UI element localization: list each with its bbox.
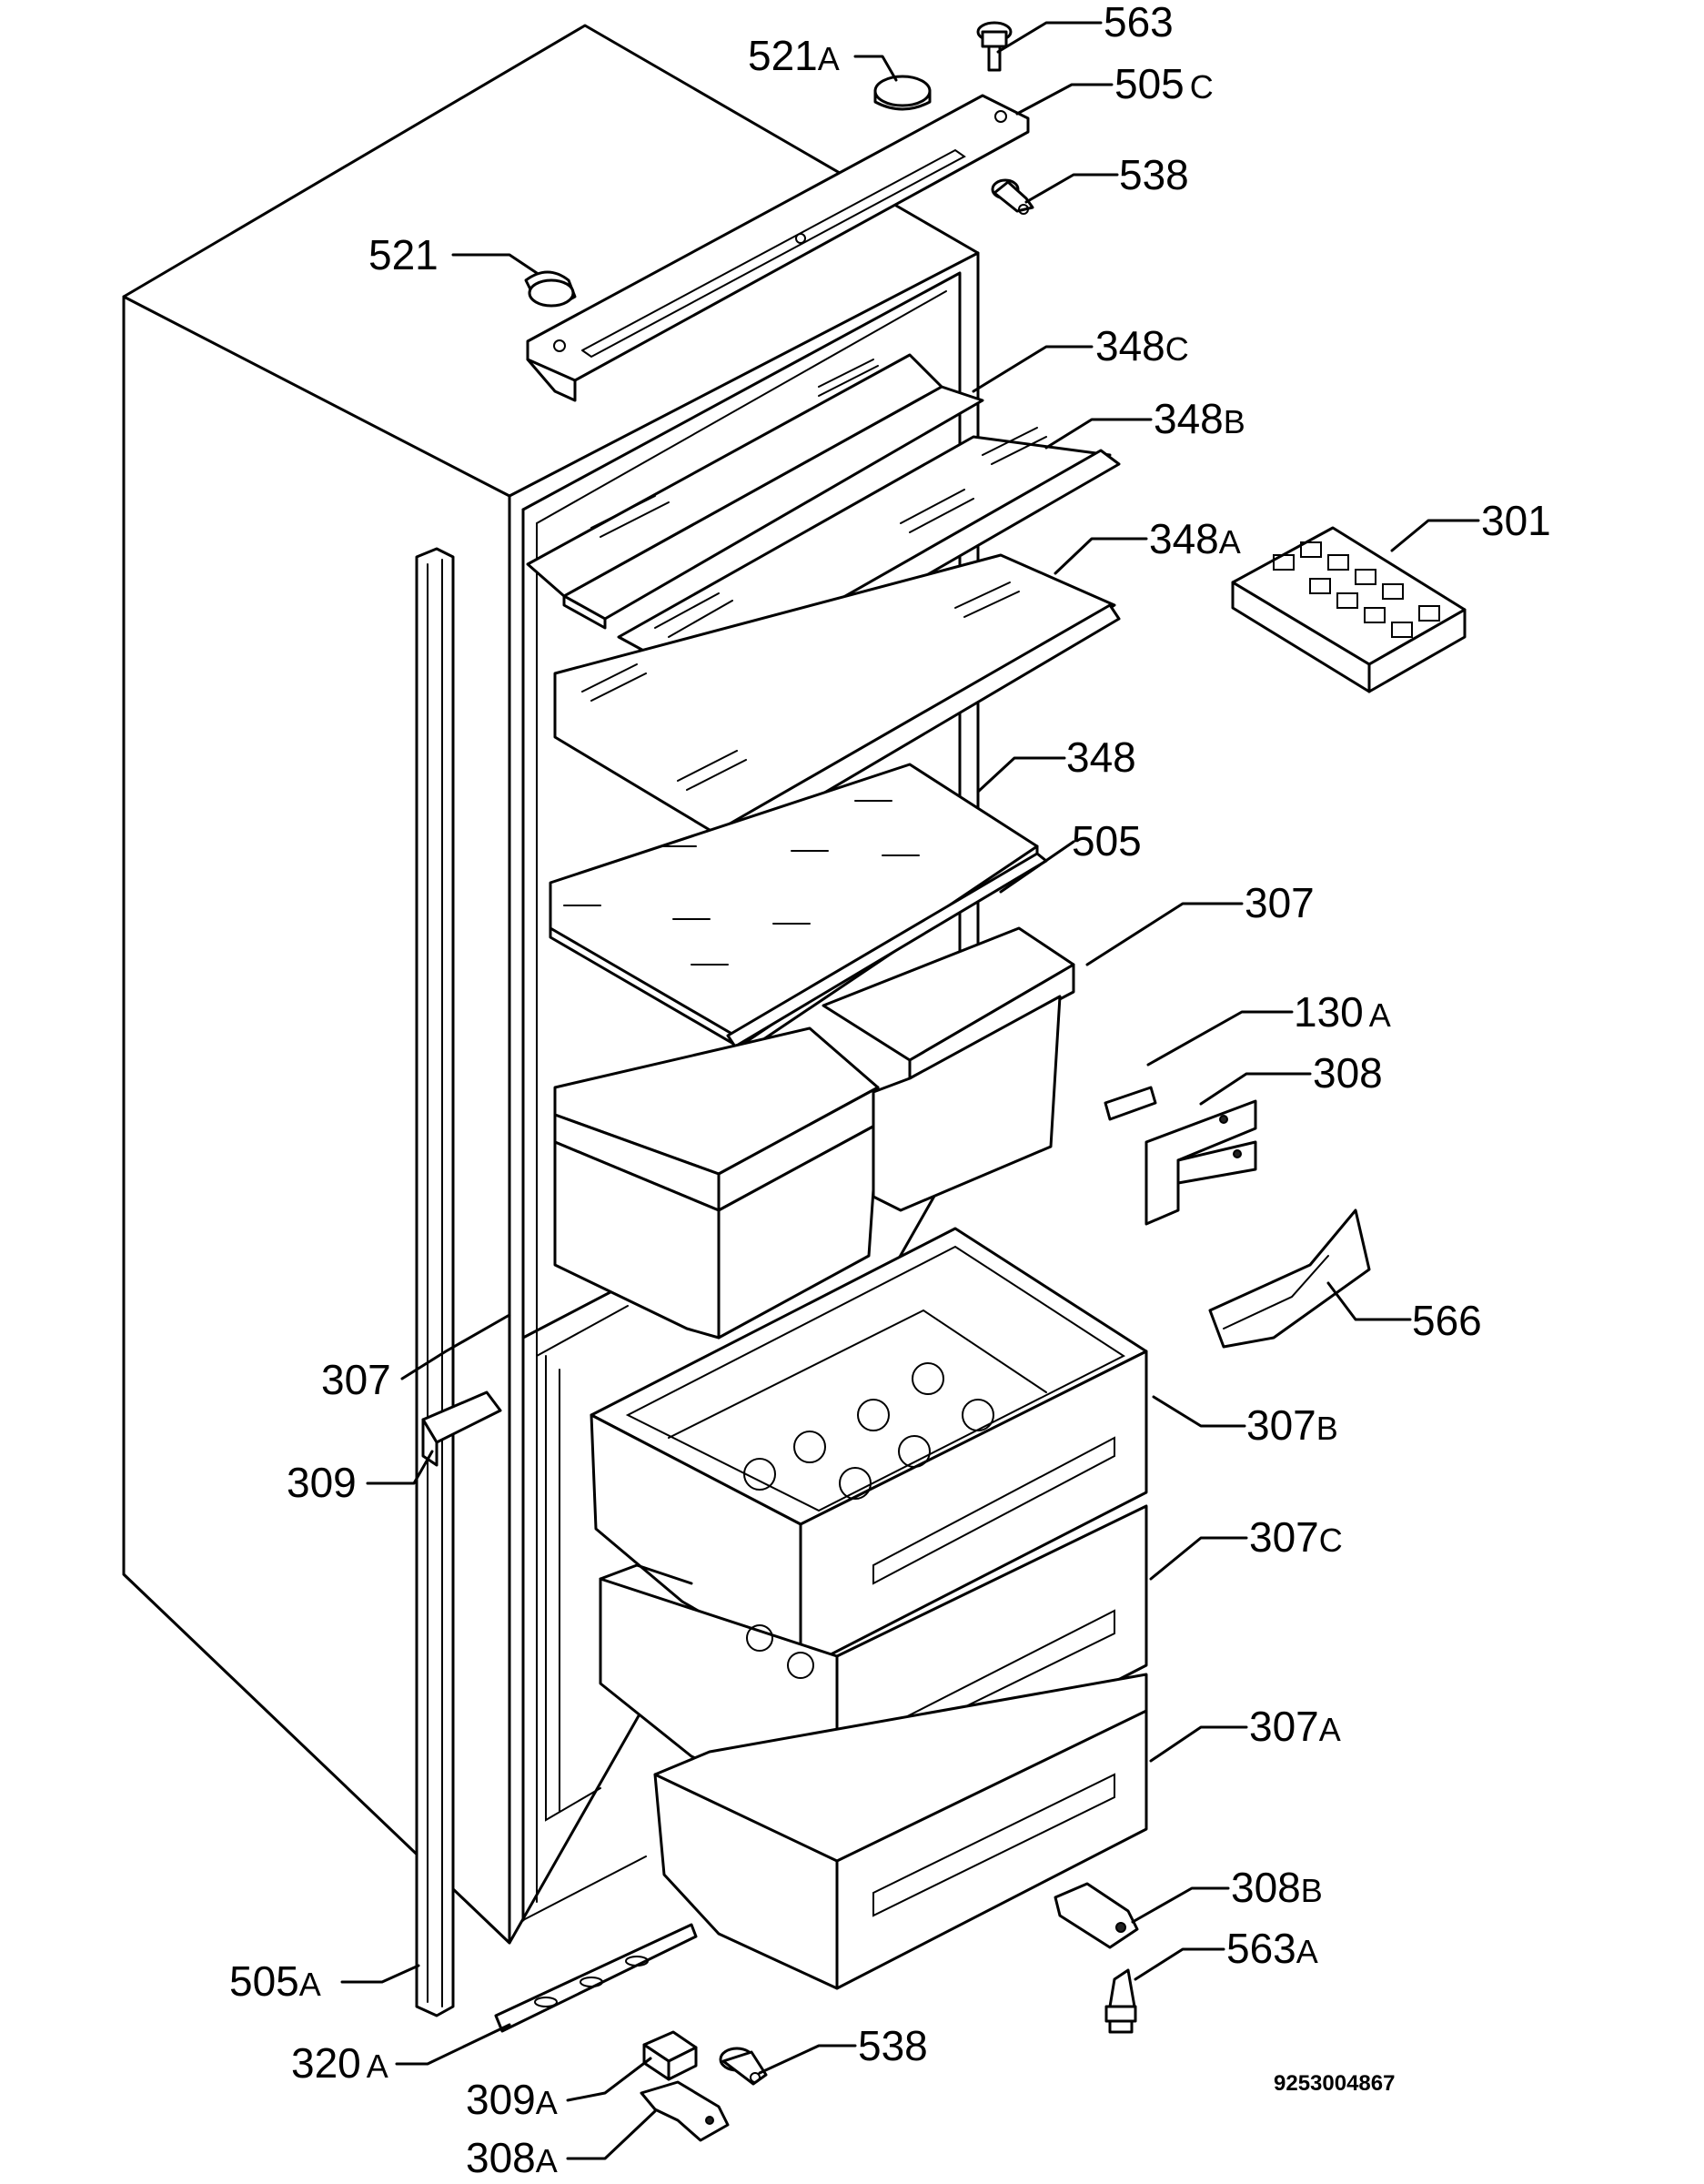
rail-320a [494,1923,698,2033]
label-521: 521 [368,231,439,278]
label-307a: 307A [1249,1703,1341,1750]
part-566 [1208,1208,1371,1349]
part-130a [1104,1086,1157,1121]
label-348a: 348A [1149,515,1241,562]
part-563a-screw [1104,1968,1137,2034]
label-348b: 348B [1154,395,1245,442]
label-563a: 563A [1226,1925,1318,1972]
hinge-308 [1144,1099,1257,1226]
drawing-code: 9253004867 [1274,2071,1395,2096]
part-309a [642,2030,698,2081]
label-308: 308 [1313,1049,1383,1097]
hinge-308b [1054,1882,1139,1949]
part-563-screw [976,21,1013,72]
ice-tray-301 [1231,526,1467,693]
label-538-top: 538 [1119,151,1189,198]
label-309a: 309A [466,2076,558,2123]
glass-shelf-348c [526,353,984,630]
glass-shelf-348a [553,553,1121,853]
label-309: 309 [287,1459,357,1506]
freezer-drawer-307b [590,1227,1148,1672]
label-348c: 348C [1095,322,1189,369]
label-538-bottom: 538 [858,2022,928,2069]
freezer-drawer-307a [653,1673,1148,1990]
part-309 [421,1390,502,1467]
part-521 [524,270,577,308]
label-301: 301 [1481,497,1551,544]
label-307b: 307B [1246,1401,1338,1449]
crisper-307-right [822,926,1075,1212]
part-538-bottom [719,2047,768,2086]
label-308a: 308A [466,2134,558,2181]
label-505a: 505A [229,1957,321,2005]
door-seal-505a [415,547,455,2017]
label-307c: 307C [1249,1513,1343,1561]
leader-lines [340,21,1480,2160]
label-308b: 308B [1231,1864,1323,1911]
label-521a: 521A [748,32,840,79]
label-566: 566 [1412,1297,1482,1344]
top-rail-505c [526,94,1030,402]
label-348: 348 [1066,733,1136,781]
label-307-top: 307 [1245,879,1315,926]
label-307-left: 307 [321,1356,391,1403]
label-505: 505 [1072,817,1142,864]
part-538-top [991,178,1034,215]
crisper-307-left [553,1026,880,1340]
part-521a [873,75,932,111]
hinge-308a [640,2080,730,2142]
label-563: 563 [1104,0,1174,46]
